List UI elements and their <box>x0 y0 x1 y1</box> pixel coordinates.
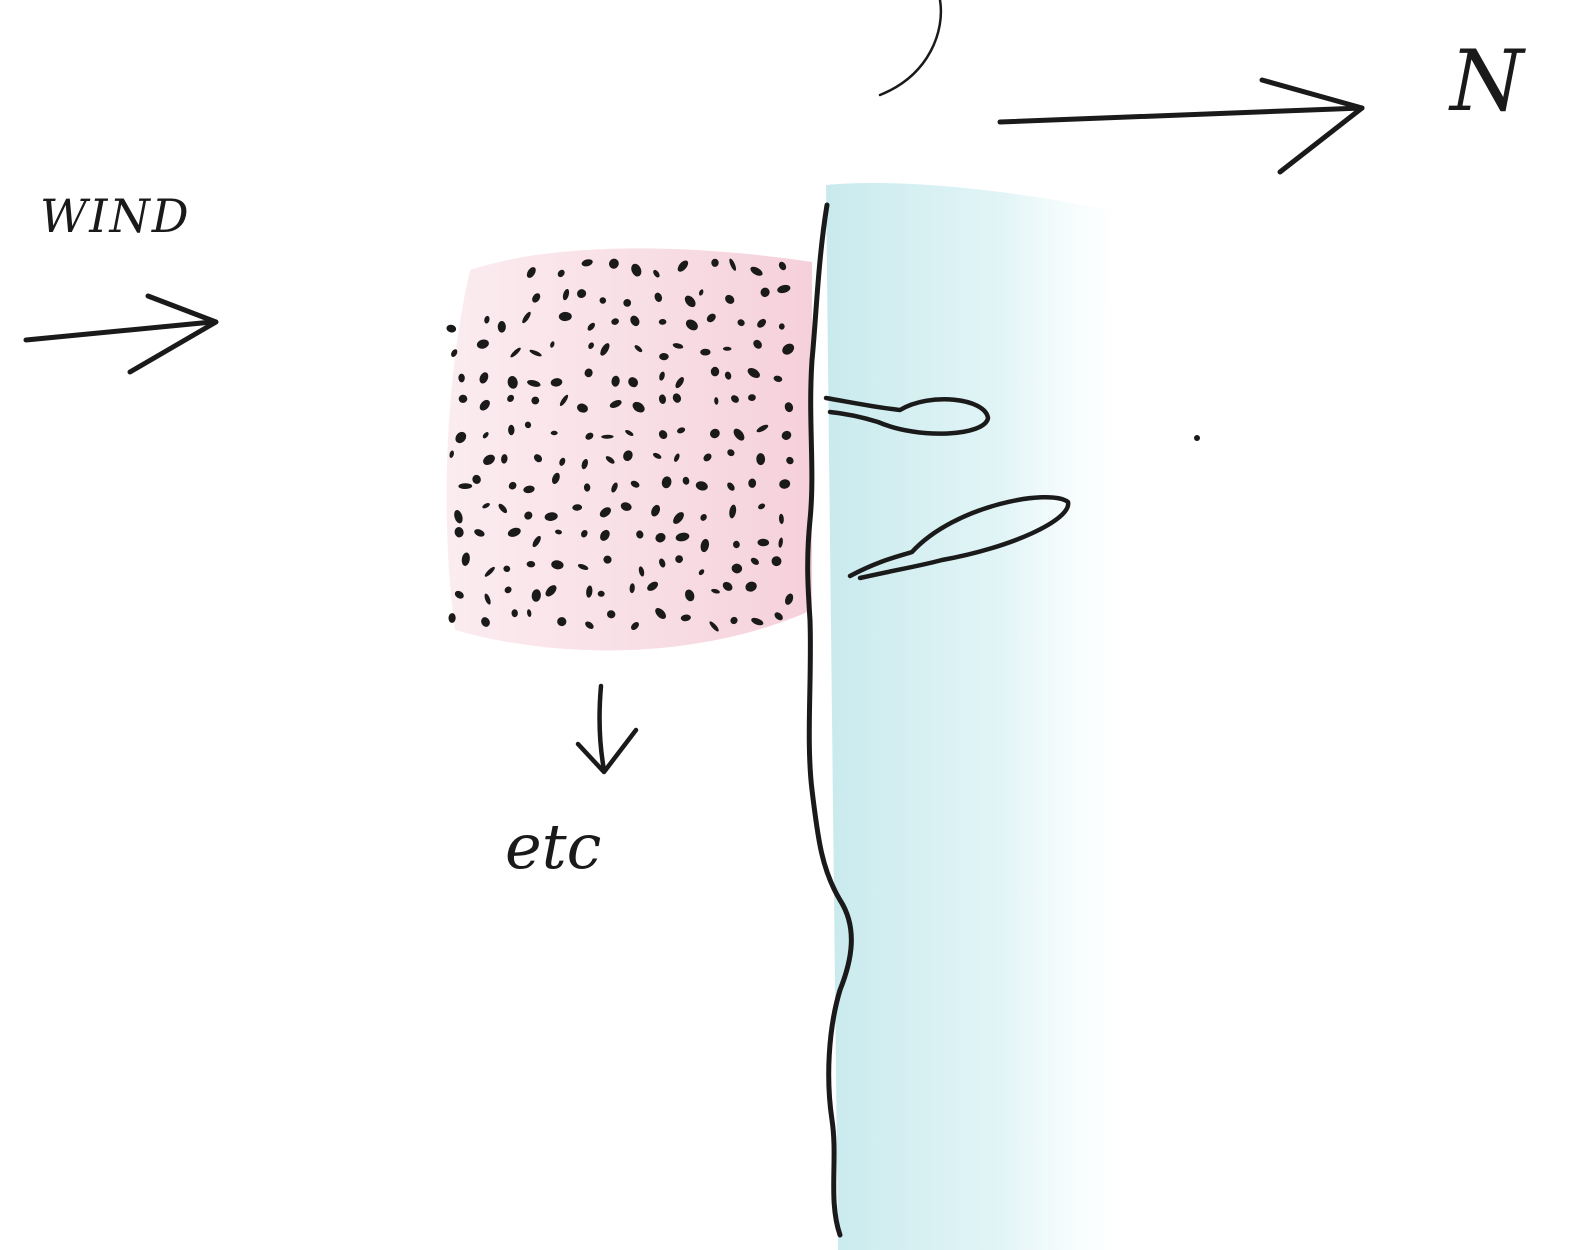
cloud-wash <box>447 248 812 650</box>
partial-arc <box>880 0 941 95</box>
north-arrow-icon <box>1000 80 1362 172</box>
etc-label: etc <box>505 810 601 883</box>
wind-arrow-icon <box>26 296 216 372</box>
particle-speck <box>498 321 506 333</box>
particle-speck <box>711 367 719 377</box>
drift-arrow-icon <box>578 686 636 772</box>
water-area <box>826 183 1120 1250</box>
wind-label: WIND <box>40 189 191 243</box>
north-label: N <box>1448 32 1526 130</box>
particle-speck <box>446 324 457 333</box>
dot-mark <box>1194 435 1200 441</box>
particle-speck <box>551 431 558 435</box>
